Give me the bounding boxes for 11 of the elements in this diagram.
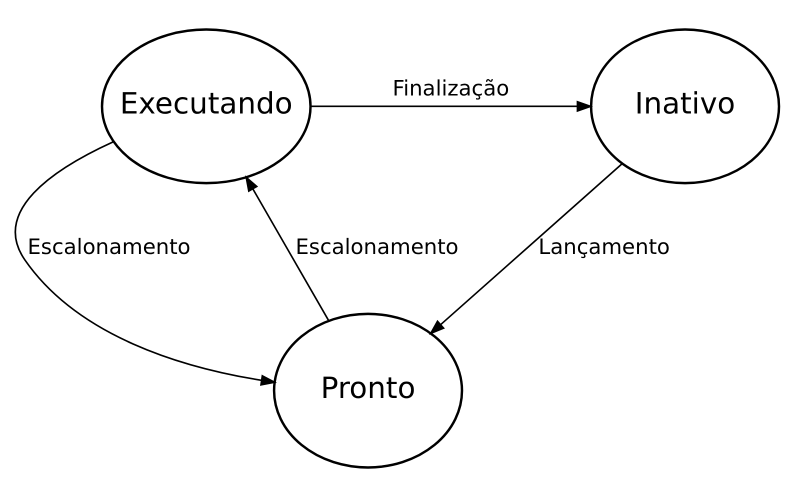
node-ellipse: Executando [100,28,312,184]
edge-label: Escalonamento [295,235,459,260]
edge-label: Finalização [392,76,510,102]
arrow [310,100,593,112]
edge-label: Lançamento [538,235,670,260]
arrow [14,141,278,386]
arrow [428,164,622,336]
arrow [245,175,330,322]
edge-label: Escalonamento [28,235,191,260]
node-ellipse: Inativo [590,28,780,184]
node-ellipse: Pronto [272,312,464,469]
